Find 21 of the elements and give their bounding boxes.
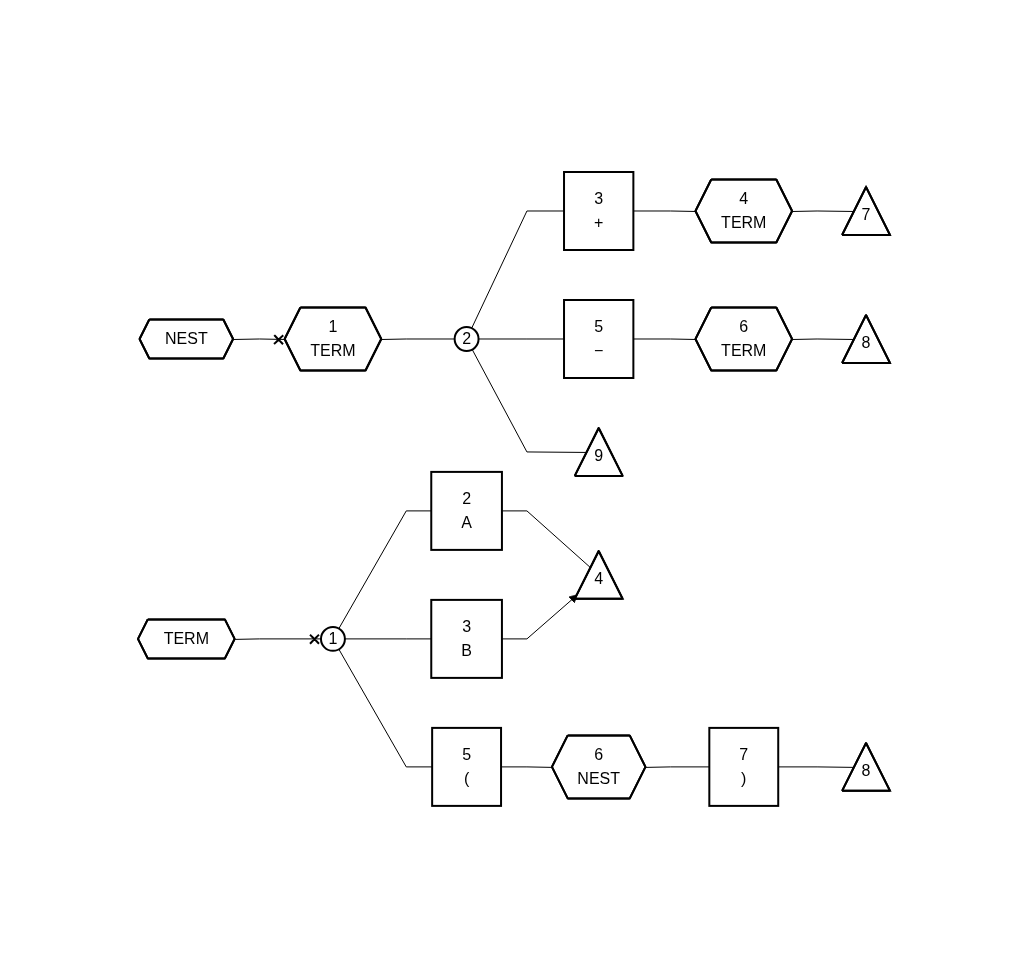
node-box: 3 + bbox=[563, 171, 635, 252]
node-box: 7 ) bbox=[708, 726, 780, 807]
connector bbox=[501, 510, 592, 569]
node-box: 2 A bbox=[430, 470, 503, 551]
connector bbox=[792, 338, 856, 341]
connector bbox=[471, 210, 565, 329]
node-box: 5 − bbox=[563, 299, 635, 380]
node-box: 3 B bbox=[430, 598, 503, 679]
connector bbox=[792, 210, 856, 213]
connector bbox=[471, 349, 588, 453]
connector bbox=[233, 334, 286, 346]
connector bbox=[344, 638, 432, 640]
connector bbox=[234, 633, 322, 645]
node-circle: 2 bbox=[453, 326, 480, 352]
node-box: 5 ( bbox=[431, 726, 503, 807]
connector bbox=[478, 338, 565, 340]
connector bbox=[645, 766, 710, 768]
arrow bbox=[501, 594, 578, 640]
connector bbox=[338, 510, 432, 630]
connector bbox=[338, 648, 433, 768]
node-circle: 1 bbox=[320, 626, 346, 652]
